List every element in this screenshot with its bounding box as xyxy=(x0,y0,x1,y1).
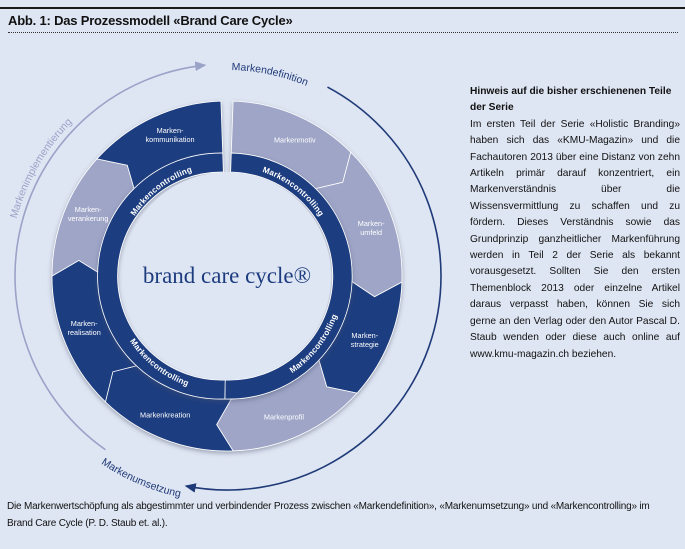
phase-label-markenumsetzung: Markenumsetzung xyxy=(99,456,182,500)
figure-caption: Die Markenwertschöpfung als abgestimmter… xyxy=(7,501,650,529)
phase-label-markendefinition: Markendefinition xyxy=(231,61,310,89)
segment-label: Markenkreation xyxy=(140,410,190,419)
segment-label: Markenmotiv xyxy=(274,135,316,144)
segment-label: Markenprofil xyxy=(264,412,305,421)
figure-title: Abb. 1: Das Prozessmodell «Brand Care Cy… xyxy=(8,13,293,28)
phase-label-markenimplementierung: Markenimplementierung xyxy=(8,116,75,220)
controlling-ring-left xyxy=(97,152,226,400)
segment-label: Marken-verankerung xyxy=(68,205,109,223)
segment-label: Marken-umfeld xyxy=(358,219,385,237)
implementation-arrow xyxy=(14,61,207,451)
center-label: brand care cycle® xyxy=(143,263,311,288)
series-note: Hinweis auf die bisher erschienenen Teil… xyxy=(470,84,680,363)
segment-label: Marken-kommunikation xyxy=(146,126,195,144)
segment-label: Marken-realisation xyxy=(68,319,101,337)
dotted-divider xyxy=(8,32,678,33)
segment-label: Marken-strategie xyxy=(351,331,379,349)
definition-arrow xyxy=(184,86,442,493)
top-rule xyxy=(0,7,685,9)
series-note-heading: Hinweis auf die bisher erschienenen Teil… xyxy=(470,86,672,114)
center-disc xyxy=(123,172,331,380)
series-note-body: Im ersten Teil der Serie «Holistic Brand… xyxy=(470,118,680,360)
